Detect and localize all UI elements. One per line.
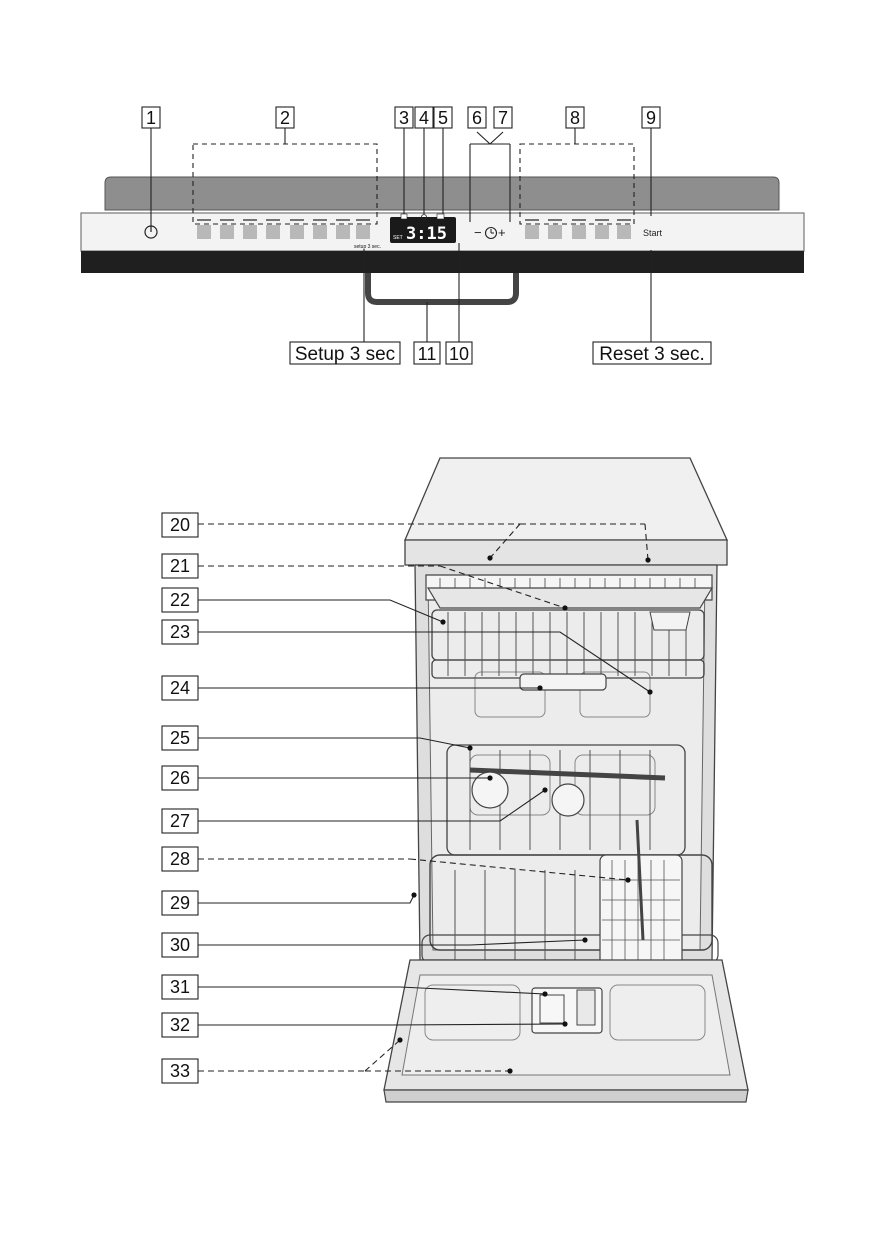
callout-2: 2 xyxy=(275,106,295,129)
callout-3: 3 xyxy=(394,106,414,129)
svg-text:30: 30 xyxy=(170,935,190,955)
upper-rack[interactable] xyxy=(431,609,705,679)
callout-23: 23 xyxy=(161,619,199,645)
control-panel: setup 3 sec. SET 3:15 − + xyxy=(80,106,805,365)
callout-31: 31 xyxy=(161,974,199,1000)
svg-text:26: 26 xyxy=(170,768,190,788)
cutlery-drawer[interactable] xyxy=(425,574,714,609)
callout-10: 10 xyxy=(445,341,473,365)
program-button[interactable] xyxy=(220,225,234,239)
option-button[interactable] xyxy=(617,225,631,239)
program-button[interactable] xyxy=(266,225,280,239)
callout-20: 20 xyxy=(161,512,199,538)
timer-controls: − + xyxy=(474,225,506,240)
display-time: 3:15 xyxy=(406,224,447,244)
callout-30: 30 xyxy=(161,932,199,958)
svg-text:32: 32 xyxy=(170,1015,190,1035)
svg-text:7: 7 xyxy=(498,108,508,128)
svg-text:20: 20 xyxy=(170,515,190,535)
svg-text:2: 2 xyxy=(280,108,290,128)
salt-indicator-icon xyxy=(400,213,408,220)
program-button[interactable] xyxy=(243,225,257,239)
svg-text:29: 29 xyxy=(170,893,190,913)
start-button[interactable]: Start xyxy=(643,228,663,238)
svg-text:Setup 3 sec: Setup 3 sec xyxy=(295,344,395,365)
svg-text:5: 5 xyxy=(438,108,448,128)
panel-housing xyxy=(104,176,780,211)
callout-27: 27 xyxy=(161,808,199,834)
svg-text:33: 33 xyxy=(170,1061,190,1081)
svg-text:25: 25 xyxy=(170,728,190,748)
svg-text:27: 27 xyxy=(170,811,190,831)
svg-text:24: 24 xyxy=(170,678,190,698)
plus-button[interactable]: + xyxy=(498,225,506,240)
svg-text:8: 8 xyxy=(570,108,580,128)
option-buttons-right xyxy=(525,219,631,239)
program-buttons-left: setup 3 sec. xyxy=(197,219,381,250)
callout-6: 6 xyxy=(467,106,487,129)
svg-text:23: 23 xyxy=(170,622,190,642)
svg-text:11: 11 xyxy=(418,344,437,364)
program-button[interactable] xyxy=(290,225,304,239)
callout-21: 21 xyxy=(161,553,199,579)
option-button[interactable] xyxy=(595,225,609,239)
panel-dark-strip xyxy=(81,251,804,273)
callout-33: 33 xyxy=(161,1058,199,1084)
door-handle xyxy=(365,273,519,305)
svg-text:22: 22 xyxy=(170,590,190,610)
program-button[interactable] xyxy=(313,225,327,239)
svg-text:9: 9 xyxy=(646,108,656,128)
setup-small-label: setup 3 sec. xyxy=(354,244,381,250)
cutlery-basket[interactable] xyxy=(599,819,683,986)
callout-28: 28 xyxy=(161,846,199,872)
minus-button[interactable]: − xyxy=(474,225,482,240)
display-screen xyxy=(390,217,456,243)
option-button[interactable] xyxy=(525,225,539,239)
program-button[interactable] xyxy=(336,225,350,239)
callout-26: 26 xyxy=(161,765,199,791)
reset-caption: Reset 3 sec. xyxy=(592,341,712,365)
salt-container xyxy=(471,771,509,809)
callout-25: 25 xyxy=(161,725,199,751)
program-button[interactable] xyxy=(197,225,211,239)
callout-29: 29 xyxy=(161,890,199,916)
time-display: SET 3:15 xyxy=(390,213,456,244)
callout-24: 24 xyxy=(161,675,199,701)
svg-text:4: 4 xyxy=(419,108,429,128)
lower-spray-arm xyxy=(469,767,666,781)
setup-button[interactable] xyxy=(356,225,370,239)
svg-text:21: 21 xyxy=(170,556,190,576)
group-8-outline xyxy=(519,143,635,225)
option-button[interactable] xyxy=(548,225,562,239)
display-set-label: SET xyxy=(393,235,403,241)
svg-text:3: 3 xyxy=(399,108,409,128)
door-open[interactable] xyxy=(383,959,749,1103)
callout-4: 4 xyxy=(414,106,434,129)
setup-caption: Setup 3 sec xyxy=(289,341,401,365)
svg-text:10: 10 xyxy=(449,344,469,364)
callout-7: 7 xyxy=(493,106,513,129)
water-tap-indicator-icon xyxy=(436,213,445,220)
svg-text:31: 31 xyxy=(170,977,190,997)
clock-icon xyxy=(484,226,498,240)
option-button[interactable] xyxy=(572,225,586,239)
callout-8: 8 xyxy=(565,106,585,129)
callout-5: 5 xyxy=(433,106,453,129)
svg-text:Reset 3 sec.: Reset 3 sec. xyxy=(599,344,705,365)
dishwasher-open: 20 21 22 23 24 25 26 27 xyxy=(161,457,749,1103)
callout-32: 32 xyxy=(161,1012,199,1038)
callout-11: 11 xyxy=(413,341,441,365)
worktop xyxy=(404,457,729,541)
callout-22: 22 xyxy=(161,587,199,613)
callout-1: 1 xyxy=(141,106,161,129)
callout-9: 9 xyxy=(641,106,661,129)
svg-text:1: 1 xyxy=(146,108,156,128)
rinse-aid-indicator-icon xyxy=(421,214,427,220)
svg-text:6: 6 xyxy=(472,108,482,128)
lower-rack[interactable] xyxy=(421,744,719,964)
svg-text:28: 28 xyxy=(170,849,190,869)
filter-system xyxy=(551,783,585,817)
